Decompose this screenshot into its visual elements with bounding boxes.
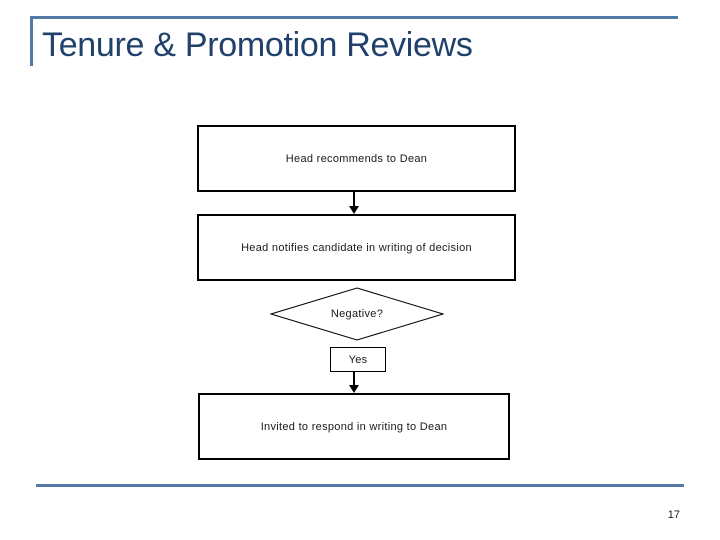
title-top-rule [30,16,678,19]
flowchart-process-invited-respond: Invited to respond in writing to Dean [198,393,510,460]
flowchart-node-label: Head notifies candidate in writing of de… [241,241,472,254]
arrow-head-icon [349,385,359,393]
slide-title: Tenure & Promotion Reviews [42,26,473,64]
flowchart-node-label: Head recommends to Dean [285,152,428,165]
flowchart-arrow-down-2 [349,372,359,393]
flowchart-node-label: Invited to respond in writing to Dean [260,420,448,433]
arrow-shaft [353,372,355,386]
flowchart-branch-label-yes: Yes [330,347,386,372]
flowchart-decision-negative: Negative? [270,287,444,341]
title-left-accent-bar [30,16,33,66]
arrow-shaft [353,192,355,207]
arrow-head-icon [349,206,359,214]
flowchart-process-head-recommends: Head recommends to Dean [197,125,516,192]
page-number: 17 [667,509,680,521]
flowchart-node-label: Negative? [330,308,384,320]
flowchart-node-label: Yes [348,353,368,366]
footer-rule [36,484,684,487]
flowchart-arrow-down-1 [349,192,359,214]
diamond-shape [270,287,444,341]
flowchart-process-head-notifies: Head notifies candidate in writing of de… [197,214,516,281]
